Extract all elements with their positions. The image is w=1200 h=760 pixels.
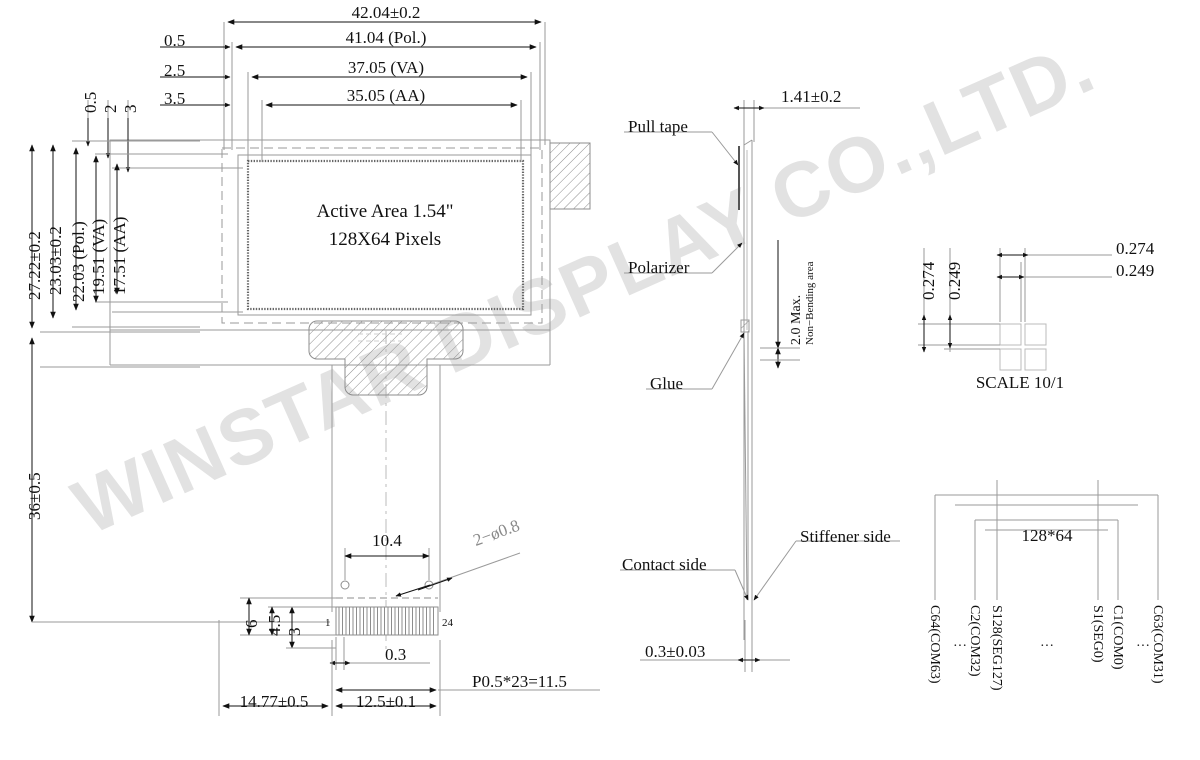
callout-stiffener-side: Stiffener side: [800, 527, 891, 546]
callout-glue: Glue: [650, 374, 684, 393]
dim-tail-length: 36±0.5: [25, 472, 44, 520]
dim-pad-4-5: 4.5: [265, 614, 284, 636]
dim-aa-width: 35.05 (AA): [346, 86, 426, 105]
dim-tail-offset-left: 14.77±0.5: [239, 692, 309, 711]
note-pitch: P0.5*23=11.5: [472, 672, 567, 691]
active-area-label-line1: Active Area 1.54": [316, 201, 454, 222]
active-area-label-line2: 128X64 Pixels: [328, 229, 442, 250]
pin-ellipsis-1: ···: [953, 639, 967, 654]
pin-label-c63: C63(COM31): [1150, 605, 1165, 684]
pin-label-s128: S128(SEG127): [989, 605, 1004, 691]
pin-number-last: 24: [442, 617, 453, 629]
callout-polarizer: Polarizer: [628, 258, 690, 277]
pin-ellipsis-mid: ···: [1040, 639, 1054, 654]
pin-ellipsis-2: ···: [1136, 639, 1150, 654]
note-non-bending-max: 2.0 Max.: [789, 294, 804, 345]
dim-pad-6: 6: [242, 619, 261, 629]
note-non-bending-area: Non−Bending area: [804, 261, 816, 345]
pin-number-first: 1: [325, 617, 331, 629]
dim-pad-3: 3: [285, 627, 304, 637]
dim-module-thickness: 1.41±0.2: [781, 87, 842, 106]
dim-polarizer-height: 22.03 (Pol.): [69, 221, 88, 302]
label-matrix-size: 128*64: [1021, 526, 1073, 545]
dim-va-height: 19.51 (VA): [89, 218, 108, 295]
dim-overall-width: 42.04±0.2: [351, 3, 421, 22]
dim-pad-width: 0.3: [385, 645, 407, 664]
pin-label-c2: C2(COM32): [967, 605, 982, 677]
callout-contact-side: Contact side: [622, 555, 707, 574]
dim-fpc-thickness: 0.3±0.03: [645, 642, 706, 661]
dim-fpc-width: 12.5±0.1: [355, 692, 417, 711]
dim-pixel-pitch-x: 0.274: [1116, 239, 1155, 258]
dim-pixel-pitch-y: 0.274: [919, 261, 938, 300]
dim-offset-2-5: 2.5: [164, 61, 186, 80]
dim-aa-height: 17.51 (AA): [110, 216, 129, 295]
dim-voffset-2: 2: [101, 104, 120, 114]
dim-overall-height: 27.22±0.2: [25, 231, 44, 300]
pin-label-c64: C64(COM63): [927, 605, 942, 684]
callout-pull-tape: Pull tape: [628, 117, 688, 136]
dim-voffset-3: 3: [121, 104, 140, 114]
note-mounting-holes: 2−ø0.8: [470, 515, 523, 550]
label-scale: SCALE 10/1: [975, 373, 1065, 392]
dim-offset-3-5: 3.5: [164, 89, 186, 108]
dim-glass-height: 23.03±0.2: [46, 226, 65, 295]
dim-voffset-0-5: 0.5: [81, 91, 100, 113]
dim-pixel-size-y: 0.249: [945, 261, 964, 300]
dim-offset-0-5: 0.5: [164, 31, 186, 50]
dim-pixel-size-x: 0.249: [1116, 261, 1155, 280]
pin-label-s1: S1(SEG0): [1090, 605, 1105, 663]
dim-hole-span: 10.4: [372, 531, 402, 550]
pin-label-c1: C1(COM0): [1110, 605, 1125, 670]
dim-va-width: 37.05 (VA): [347, 58, 425, 77]
dim-polarizer-width: 41.04 (Pol.): [345, 28, 427, 47]
